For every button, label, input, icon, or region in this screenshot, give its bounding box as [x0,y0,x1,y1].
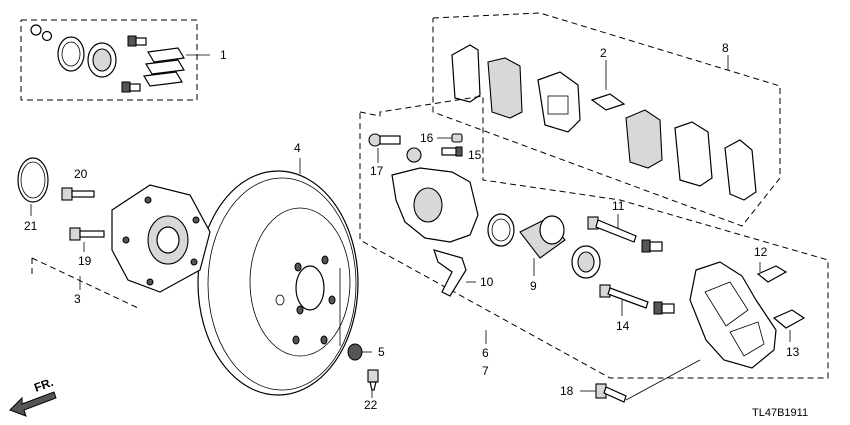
callout-9: 9 [530,279,537,293]
pad-clip-lower [772,309,806,329]
callout-11: 11 [612,199,625,213]
pad-shim [590,93,626,111]
pad-inner-right [625,109,663,169]
callout-10: 10 [480,275,494,289]
hub-nut [347,343,363,361]
pad-outer-right [674,121,713,187]
bleeder-cap [451,133,463,143]
hub-bearing-group [31,184,211,309]
shim-clips [143,47,185,87]
direction-label: FR. [32,375,55,395]
hub-bolt-lower [69,227,105,241]
guide-pin-lower [599,284,649,309]
callout-5: 5 [378,345,385,359]
seal-ring-small [30,24,42,36]
brake-disc [197,170,359,396]
pad-end-shim [724,139,757,201]
pin-boot-bottom [121,81,141,93]
pad-spring [433,249,467,297]
callout-6: 6 [482,346,489,360]
callout-22: 22 [364,398,378,412]
pad-inner-left [487,57,523,119]
callout-15: 15 [468,148,482,162]
callout-19: 19 [78,254,92,268]
callout-3: 3 [74,292,81,306]
callout-4: 4 [294,141,301,155]
callout-18: 18 [560,384,574,398]
pin-boot-top [127,35,147,47]
forward-arrow-icon [9,391,57,417]
callout-14: 14 [616,319,630,333]
callout-13: 13 [786,345,800,359]
hub-bolt-upper [61,187,95,201]
pad-outer-left [451,44,481,103]
pad-clip-upper [756,265,788,283]
callout-16: 16 [420,131,434,145]
callout-20: 20 [74,167,88,181]
pin-boot-upper [641,239,663,253]
disc-hub-hole [295,265,325,311]
pad-set-group: 8 2 [432,12,781,227]
pin-boot-lower [653,301,675,315]
caliper-bracket [689,261,777,369]
seal-ring-small-2 [41,30,53,42]
bracket-bolt [595,383,627,403]
callout-17: 17 [370,164,384,178]
caliper-bolt [368,133,401,147]
caliper-group: 17 16 15 10 9 [359,95,829,379]
pad-wear-indicator [537,71,581,133]
callout-2: 2 [600,46,607,60]
seal-kit-group: 1 [20,19,227,101]
callout-21: 21 [24,219,38,233]
callout-7: 7 [482,364,489,378]
disc-screw [367,369,379,391]
callout-1: 1 [220,48,227,62]
bleeder-screw [441,146,463,157]
callout-8: 8 [722,41,729,55]
o-ring [17,157,49,203]
diagram-code: TL47B1911 [752,407,808,419]
guide-pin-upper [587,216,637,243]
callout-12: 12 [754,245,768,259]
